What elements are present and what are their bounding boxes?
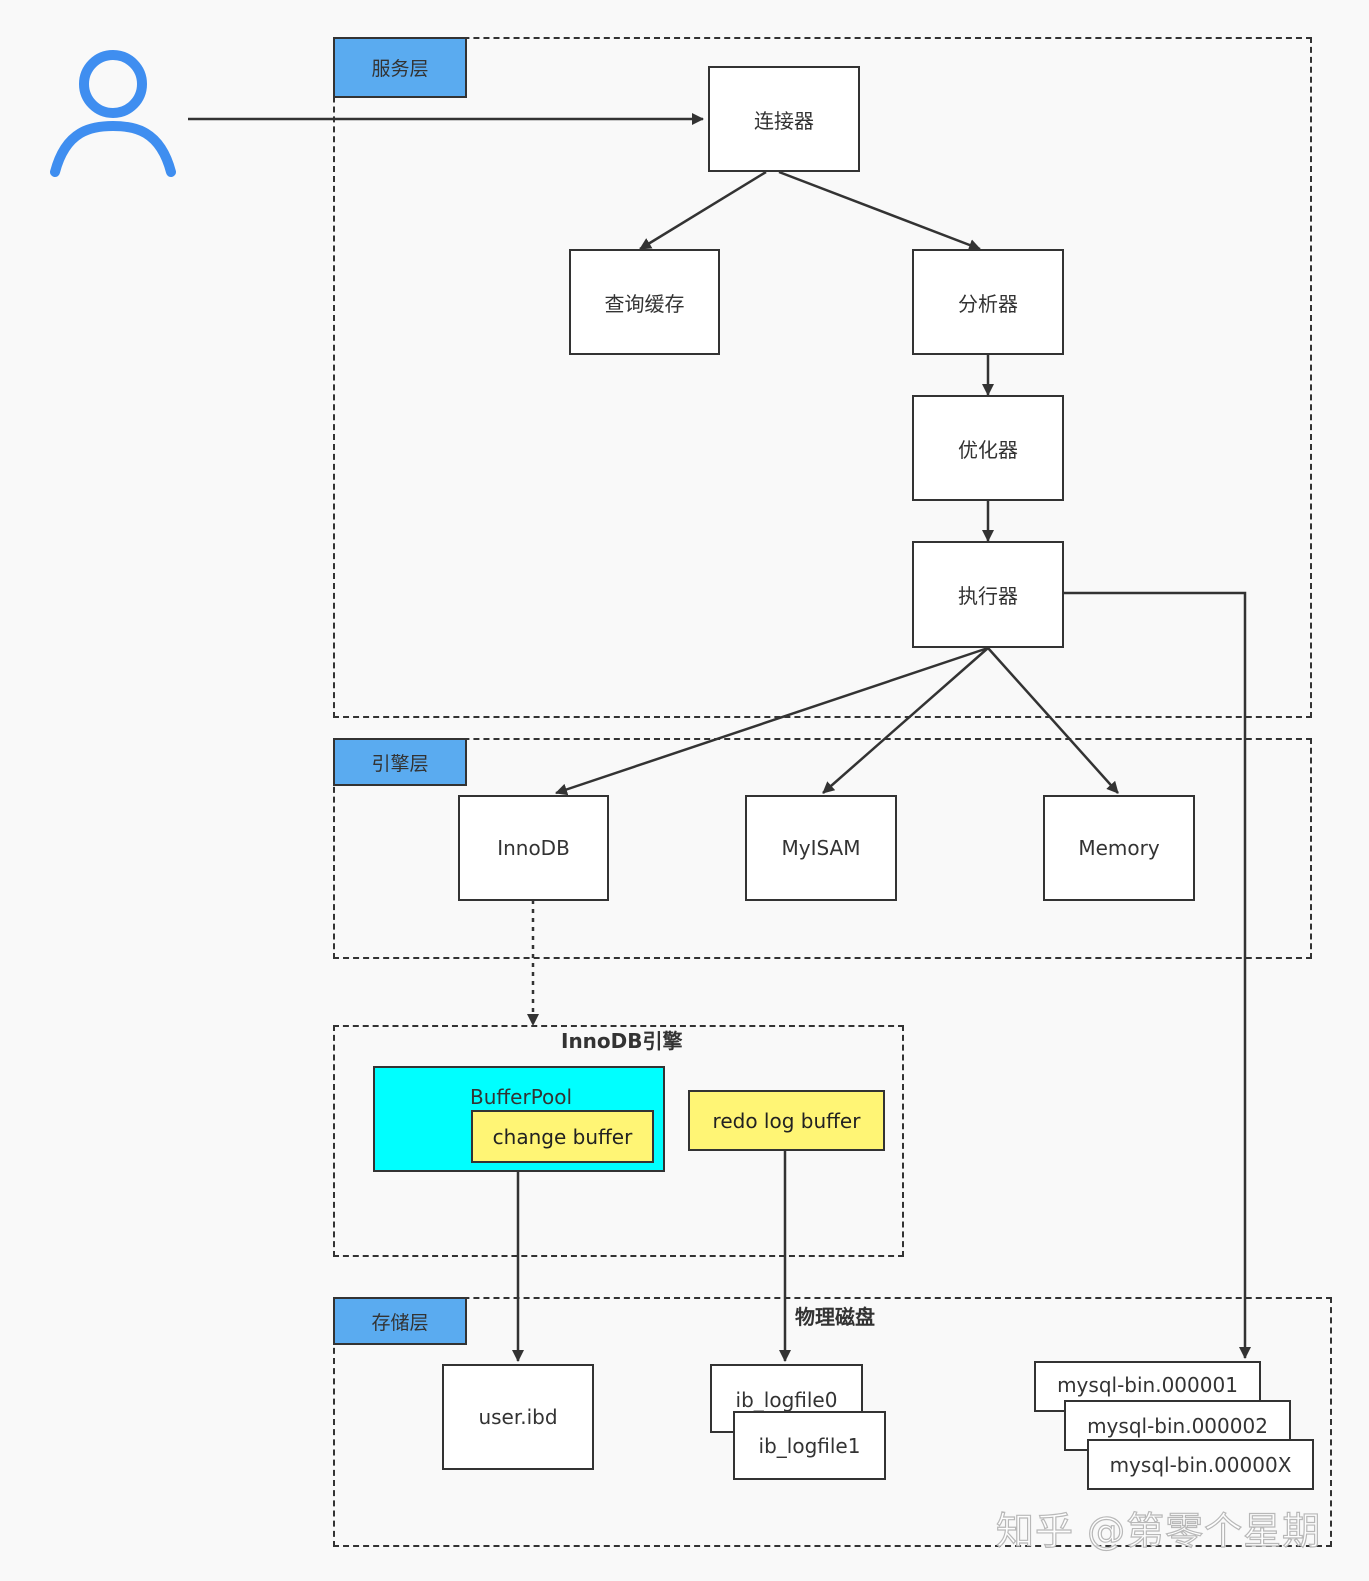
storage-layer-tag: 存储层 [333, 1297, 467, 1345]
connector-node: 连接器 [708, 66, 860, 172]
analyzer-node: 分析器 [912, 249, 1064, 355]
engine-layer-tag: 引擎层 [333, 738, 467, 786]
watermark: 知乎 @第零个星期 [995, 1508, 1322, 1553]
innodb-node: InnoDB [458, 795, 609, 901]
user-icon [50, 50, 176, 177]
redo-log-buffer: redo log buffer [688, 1090, 885, 1151]
innodb-engine-container [333, 1025, 904, 1257]
innodb-engine-title: InnoDB引擎 [561, 1029, 683, 1053]
binlog-file-3: mysql-bin.00000X [1087, 1439, 1314, 1490]
user-ibd-file: user.ibd [442, 1364, 594, 1470]
buffer-pool-label: BufferPool [470, 1085, 573, 1109]
query-cache-node: 查询缓存 [569, 249, 720, 355]
optimizer-node: 优化器 [912, 395, 1064, 501]
physical-disk-title: 物理磁盘 [795, 1305, 875, 1329]
service-layer [333, 37, 1312, 718]
engine-layer [333, 738, 1312, 959]
binlog-file-1-label: mysql-bin.000001 [1057, 1373, 1238, 1397]
change-buffer: change buffer [471, 1110, 654, 1163]
storage-layer [333, 1297, 1332, 1547]
service-layer-tag: 服务层 [333, 37, 467, 98]
ib-logfile1: ib_logfile1 [733, 1411, 886, 1480]
ib-logfile0-label: ib_logfile0 [735, 1388, 838, 1412]
executor-node: 执行器 [912, 541, 1064, 648]
myisam-node: MyISAM [745, 795, 897, 901]
memory-node: Memory [1043, 795, 1195, 901]
binlog-file-2-label: mysql-bin.000002 [1087, 1414, 1268, 1438]
